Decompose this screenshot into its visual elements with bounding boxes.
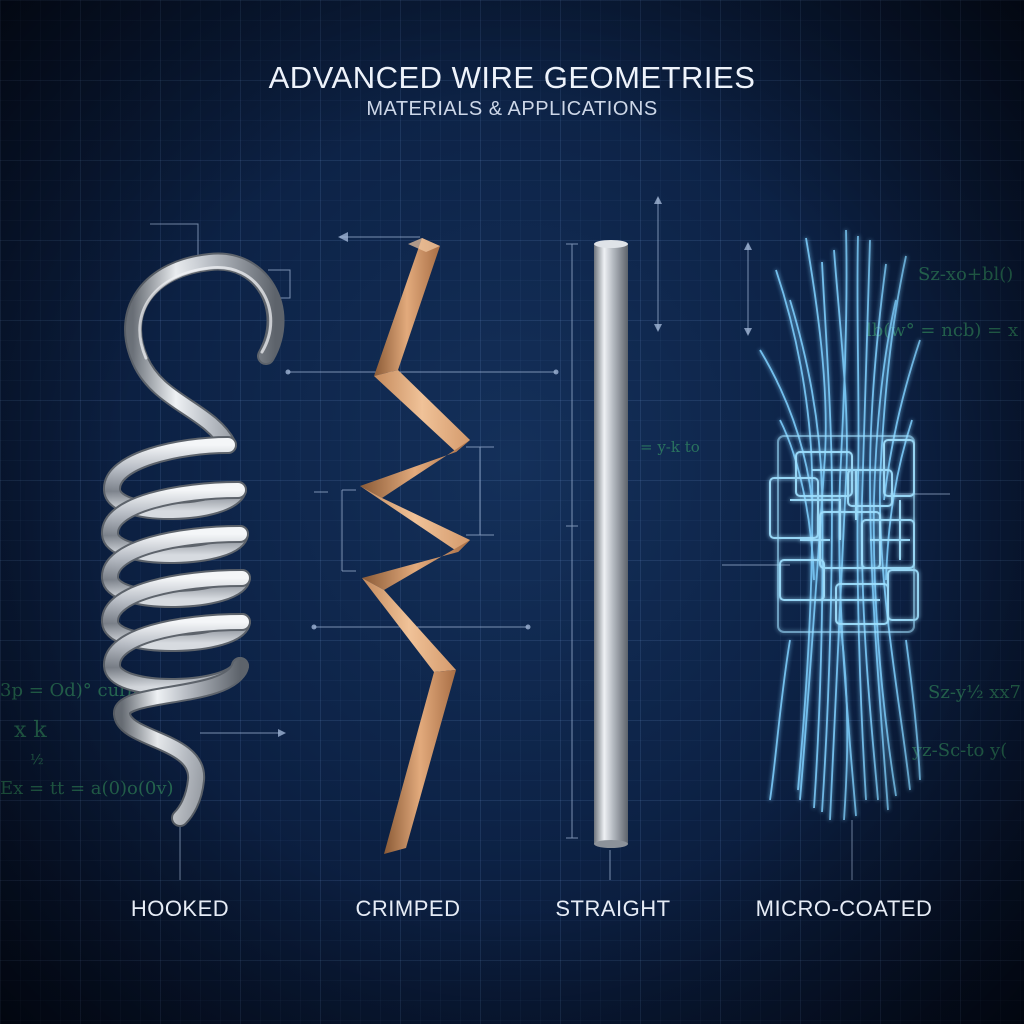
page-subtitle: MATERIALS & APPLICATIONS (366, 98, 658, 120)
crimped-wire (360, 238, 470, 854)
label-crimped: CRIMPED (355, 896, 461, 921)
label-straight: STRAIGHT (555, 896, 671, 921)
page-title: ADVANCED WIRE GEOMETRIES (268, 60, 756, 95)
label-hooked: HOOKED (130, 896, 230, 921)
straight-wire (594, 240, 628, 848)
hooked-wire (101, 252, 285, 827)
label-micro-coated: MICRO-COATED (755, 896, 933, 921)
